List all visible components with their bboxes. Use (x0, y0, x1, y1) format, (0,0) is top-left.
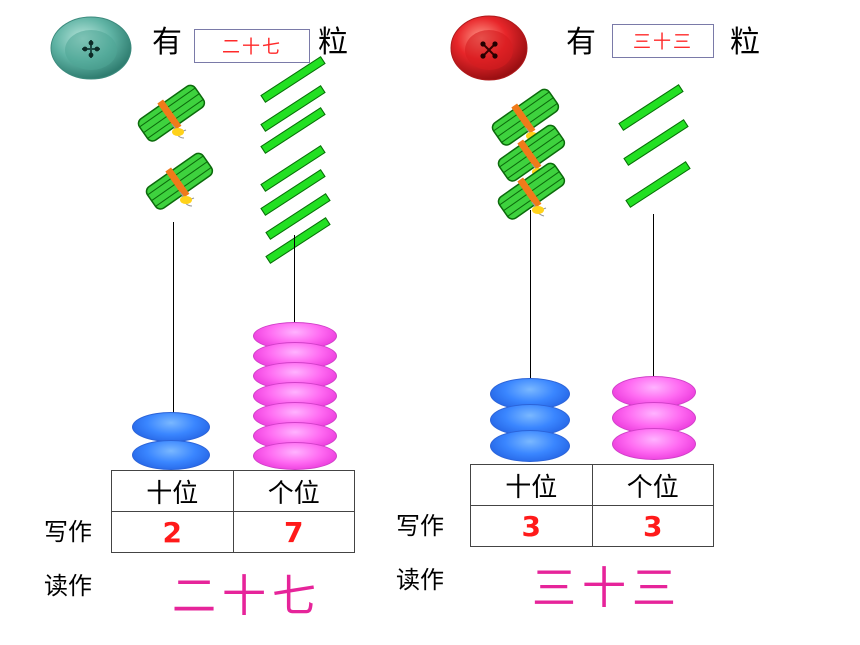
right-read-value: 三十三 (532, 563, 682, 614)
left-write-label: 写作 (44, 518, 92, 546)
tens-column-header: 十位 (111, 470, 234, 512)
tens-bead (132, 412, 210, 442)
tens-rod (173, 222, 174, 422)
tens-rod (530, 210, 531, 380)
right-prefix-text: 有 (566, 25, 596, 60)
stick-bundle-icon (497, 124, 566, 182)
ones-bead (253, 442, 337, 470)
right-read-label: 读作 (396, 566, 444, 594)
stick-bundle-icon (137, 84, 206, 142)
single-stick-icon (625, 161, 691, 208)
left-answer-box: 二十七 (194, 29, 310, 63)
ones-bead (612, 428, 696, 460)
stick-bundle-icon (145, 152, 214, 210)
single-stick-icon (260, 145, 326, 192)
left-suffix-text: 粒 (318, 25, 348, 60)
ones-rod (294, 235, 295, 327)
tens-column-header: 十位 (470, 464, 593, 506)
tens-digit: 3 (470, 505, 593, 547)
stick-bundle-icon (497, 162, 566, 220)
left-read-value: 二十七 (172, 571, 322, 622)
tens-bead (490, 430, 570, 462)
green-button-icon (50, 16, 132, 80)
single-stick-icon (623, 119, 689, 166)
left-prefix-text: 有 (152, 25, 182, 60)
right-place-value-table: 十位 个位 3 3 (470, 464, 714, 547)
stick-bundle-icon (491, 88, 560, 146)
red-button-icon (450, 15, 528, 81)
ones-digit: 3 (591, 505, 714, 547)
ones-column-header: 个位 (591, 464, 714, 506)
right-answer-box: 三十三 (612, 24, 714, 58)
right-write-label: 写作 (396, 512, 444, 540)
right-suffix-text: 粒 (730, 25, 760, 60)
tens-digit: 2 (111, 511, 234, 553)
single-stick-icon (265, 217, 331, 264)
ones-rod (653, 214, 654, 380)
single-stick-icon (618, 84, 684, 131)
left-read-label: 读作 (44, 572, 92, 600)
tens-bead (132, 440, 210, 470)
tens-bead (490, 404, 570, 436)
ones-digit: 7 (232, 511, 355, 553)
left-place-value-table: 十位 个位 2 7 (111, 470, 355, 553)
ones-column-header: 个位 (232, 470, 355, 512)
